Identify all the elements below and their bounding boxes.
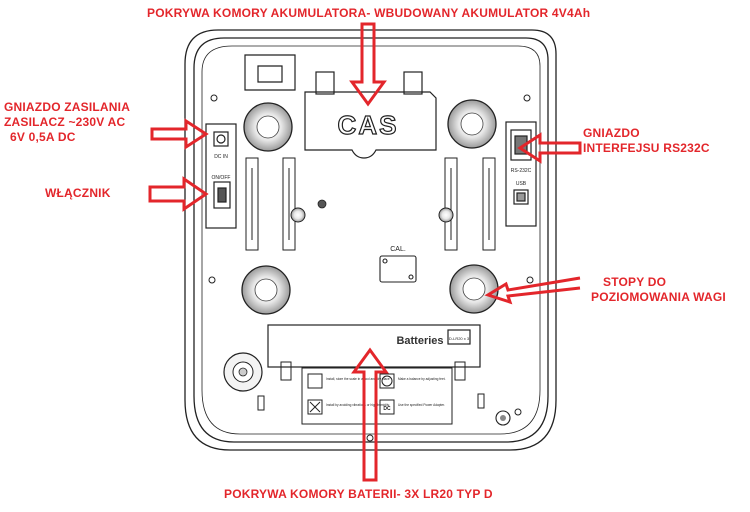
arrow-top	[349, 22, 387, 107]
warning-2: Make a balance by adjusting feet.	[398, 377, 446, 381]
battery-type-text: D-LR20 x 3	[449, 336, 470, 341]
leveling-foot-top-right	[447, 99, 497, 149]
arrow-switch	[148, 176, 209, 212]
interface-panel	[505, 121, 537, 227]
dc-symbol: DC	[383, 406, 391, 412]
label-rs232-line-1: GNIAZDO	[583, 126, 640, 140]
leveling-foot-bottom-left	[241, 265, 291, 315]
label-feet: STOPY DO POZIOMOWANIA WAGI	[591, 275, 726, 305]
scale-body	[184, 29, 557, 451]
label-top: POKRYWA KOMORY AKUMULATORA- WBUDOWANY AK…	[147, 6, 591, 20]
label-feet-line-2: POZIOMOWANIA WAGI	[591, 290, 726, 304]
arrow-feet	[484, 276, 581, 305]
label-power-socket-line-3: 6V 0,5A DC	[10, 130, 76, 144]
label-switch: WŁĄCZNIK	[45, 186, 111, 200]
label-rs232-line-2: INTERFEJSU RS232C	[583, 141, 710, 155]
speaker-grille	[223, 352, 263, 392]
label-bottom: POKRYWA KOMORY BATERII- 3X LR20 TYP D	[224, 487, 493, 501]
warning-4: Use the specified Power Adapter.	[398, 403, 445, 407]
small-clips	[257, 361, 485, 411]
label-rs232: GNIAZDO INTERFEJSU RS232C	[583, 126, 710, 156]
label-feet-line-1: STOPY DO	[603, 275, 667, 289]
arrow-bottom	[351, 347, 389, 482]
dc-in-text: DC IN	[214, 154, 228, 160]
usb-text: USB	[516, 181, 527, 187]
leveling-foot-top-left	[243, 102, 293, 152]
body-ribs	[245, 157, 496, 251]
cal-cover	[379, 255, 417, 283]
on-off-text: ON/OFF	[212, 175, 231, 181]
arrow-power-socket	[150, 118, 209, 150]
battery-compartment-cover-bottom	[267, 324, 481, 368]
label-power-socket-line-1: GNIAZDO ZASILANIA	[4, 100, 131, 114]
power-panel	[205, 123, 237, 229]
arrow-rs232	[517, 132, 582, 164]
batteries-text: Batteries	[396, 335, 443, 347]
battery-compartment-cover-top	[244, 54, 437, 159]
warning-1: Install, store the scale in a cool and d…	[326, 377, 390, 381]
cas-logo: CAS	[338, 110, 399, 140]
warning-3: Install by avoiding vibrations or high h…	[326, 403, 390, 407]
leveling-foot-bottom-right	[449, 264, 499, 314]
annotation-arrows	[148, 22, 582, 482]
label-power-socket-line-2: ZASILACZ ~230V AC	[4, 115, 126, 129]
label-power-socket: GNIAZDO ZASILANIA ZASILACZ ~230V AC 6V 0…	[4, 100, 130, 145]
cal-text: CAL.	[390, 246, 406, 253]
rs232-text: RS-232C	[511, 168, 532, 174]
